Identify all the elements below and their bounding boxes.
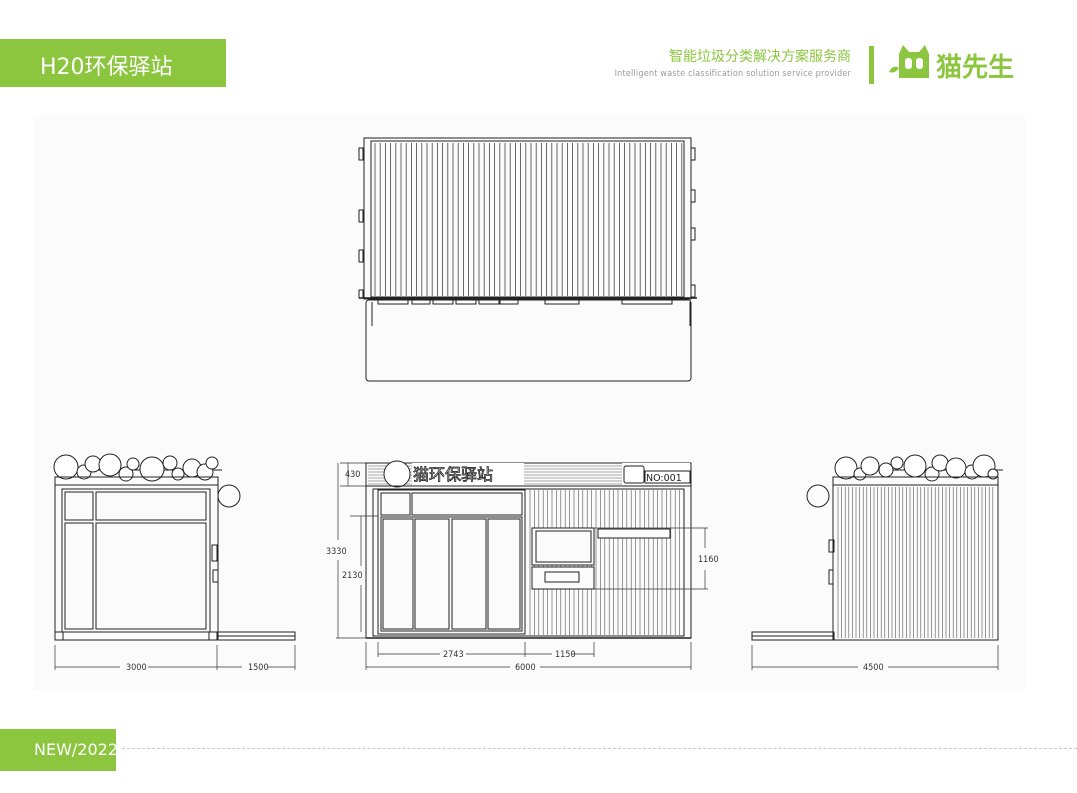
roof-bubble — [890, 456, 904, 470]
dimension-lines — [54, 462, 999, 670]
roof-bubble — [162, 455, 178, 471]
plan-view — [358, 137, 697, 382]
roof-bubble — [98, 453, 122, 477]
roof-bubble — [171, 467, 185, 481]
brand-logo-text: 猫先生 — [936, 53, 1015, 83]
dim-left-side: 1500 — [248, 663, 269, 673]
page-title: H20环保驿站 — [40, 55, 173, 80]
station-sign: 猫环保驿站 — [413, 465, 493, 484]
roof-bubble — [903, 454, 927, 478]
plan-ribs — [374, 143, 683, 296]
roof-bubble — [860, 456, 880, 476]
footer-tag-label: NEW/2022 — [34, 740, 119, 759]
right-elevation — [751, 454, 1003, 641]
brand-tagline-cn: 智能垃圾分类解决方案服务商 — [669, 49, 851, 65]
roof-bubble — [945, 457, 967, 479]
front-elevation — [365, 460, 692, 639]
footer-tag: NEW/2022 — [0, 729, 119, 771]
left-elevation — [53, 453, 296, 641]
dim-front-total: 6000 — [515, 663, 536, 673]
roof-bubble — [834, 456, 858, 480]
dim-front-roof: 430 — [345, 470, 360, 480]
right-wall-ribs — [837, 487, 994, 638]
roof-bubble — [205, 456, 219, 470]
dim-right-total: 4500 — [863, 663, 884, 673]
dim-window-height: 1160 — [698, 555, 719, 565]
brand-tagline-en: Intelligent waste classification solutio… — [614, 69, 851, 79]
dim-front-height: 3330 — [326, 547, 347, 557]
dim-door-height: 2130 — [342, 571, 363, 581]
cat-logo-icon — [889, 45, 929, 78]
dim-window-width: 1150 — [555, 650, 576, 660]
page-title-bar: H20环保驿站 — [0, 39, 226, 87]
dim-left-total: 3000 — [126, 663, 147, 673]
brand-divider — [869, 46, 874, 84]
roof-bubble — [53, 454, 79, 480]
dim-door-width: 2743 — [443, 650, 464, 660]
roof-bubbles-left — [53, 453, 222, 482]
roof-bubble — [126, 457, 140, 471]
roof-bubble — [139, 456, 165, 482]
footer-divider — [122, 748, 1077, 749]
plan-equipment — [377, 298, 673, 305]
number-plate: NO:001 — [646, 473, 682, 484]
